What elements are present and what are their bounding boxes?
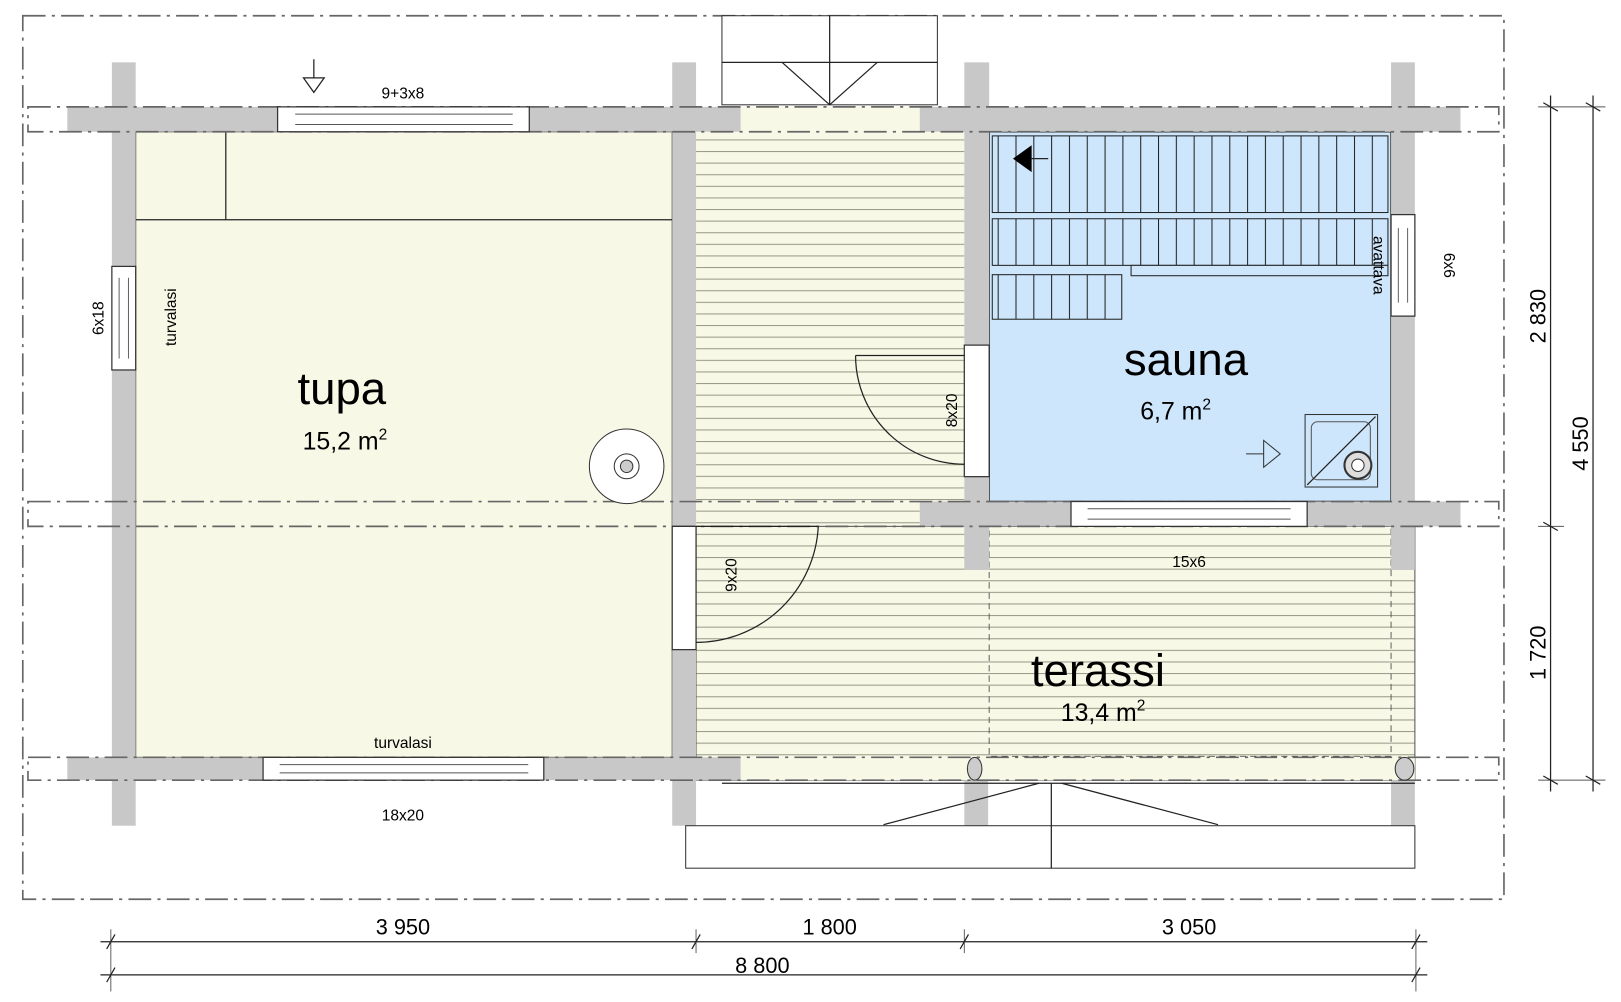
middle-bench	[991, 218, 1389, 266]
stove	[1304, 413, 1379, 488]
label-sauna-door: 8x20	[944, 393, 961, 427]
room-area-tupa: 15,2 m2	[303, 426, 388, 455]
label-sauna-window-right: 6x6	[1440, 253, 1457, 278]
room-name-terassi: terassi	[1031, 645, 1165, 696]
lower-step	[991, 274, 1123, 320]
dim-terrace-depth: 1 720	[1525, 626, 1550, 680]
dim-tupa-width: 3 950	[376, 914, 430, 939]
post	[1394, 756, 1415, 781]
dim-sauna-width: 3 050	[1162, 914, 1216, 939]
room-name-tupa: tupa	[297, 363, 386, 414]
label-avattava: avattava	[1369, 236, 1386, 295]
arrow-left-icon	[1012, 145, 1032, 173]
dim-total-width: 8 800	[735, 953, 789, 978]
room-name-sauna: sauna	[1124, 334, 1249, 385]
label-terrace-door: 9x20	[723, 558, 740, 592]
upper-bench	[991, 135, 1389, 214]
entry-arrow-icon	[302, 59, 326, 94]
label-tupa-glass-bottom: turvalasi	[374, 735, 432, 752]
dim-total-depth: 4 550	[1568, 416, 1593, 470]
terrace-floor	[695, 525, 1416, 781]
doors	[671, 344, 990, 651]
entry-floor	[740, 106, 920, 132]
dimension-lines-bottom	[100, 929, 1428, 992]
terrace-steps	[685, 782, 1416, 869]
room-area-terassi: 13,4 m2	[1061, 698, 1146, 727]
entry-steps	[721, 15, 938, 106]
dim-hall-width: 1 800	[802, 914, 856, 939]
dim-sauna-depth: 2 830	[1525, 289, 1550, 343]
post	[966, 756, 983, 781]
label-top-window: 9+3x8	[382, 86, 425, 103]
hall-floor	[696, 131, 965, 502]
windows	[111, 106, 1416, 781]
label-tupa-glass-left: turvalasi	[163, 288, 180, 346]
tupa-floor	[135, 131, 673, 758]
room-area-sauna: 6,7 m2	[1140, 396, 1211, 425]
fireplace	[588, 428, 665, 505]
label-bottom-window: 18x20	[382, 808, 425, 825]
arrow-right-icon	[1246, 439, 1282, 469]
label-sauna-window-bottom: 15x6	[1172, 554, 1206, 571]
dimension-lines-right	[1538, 95, 1606, 792]
label-left-window: 6x18	[91, 301, 108, 335]
